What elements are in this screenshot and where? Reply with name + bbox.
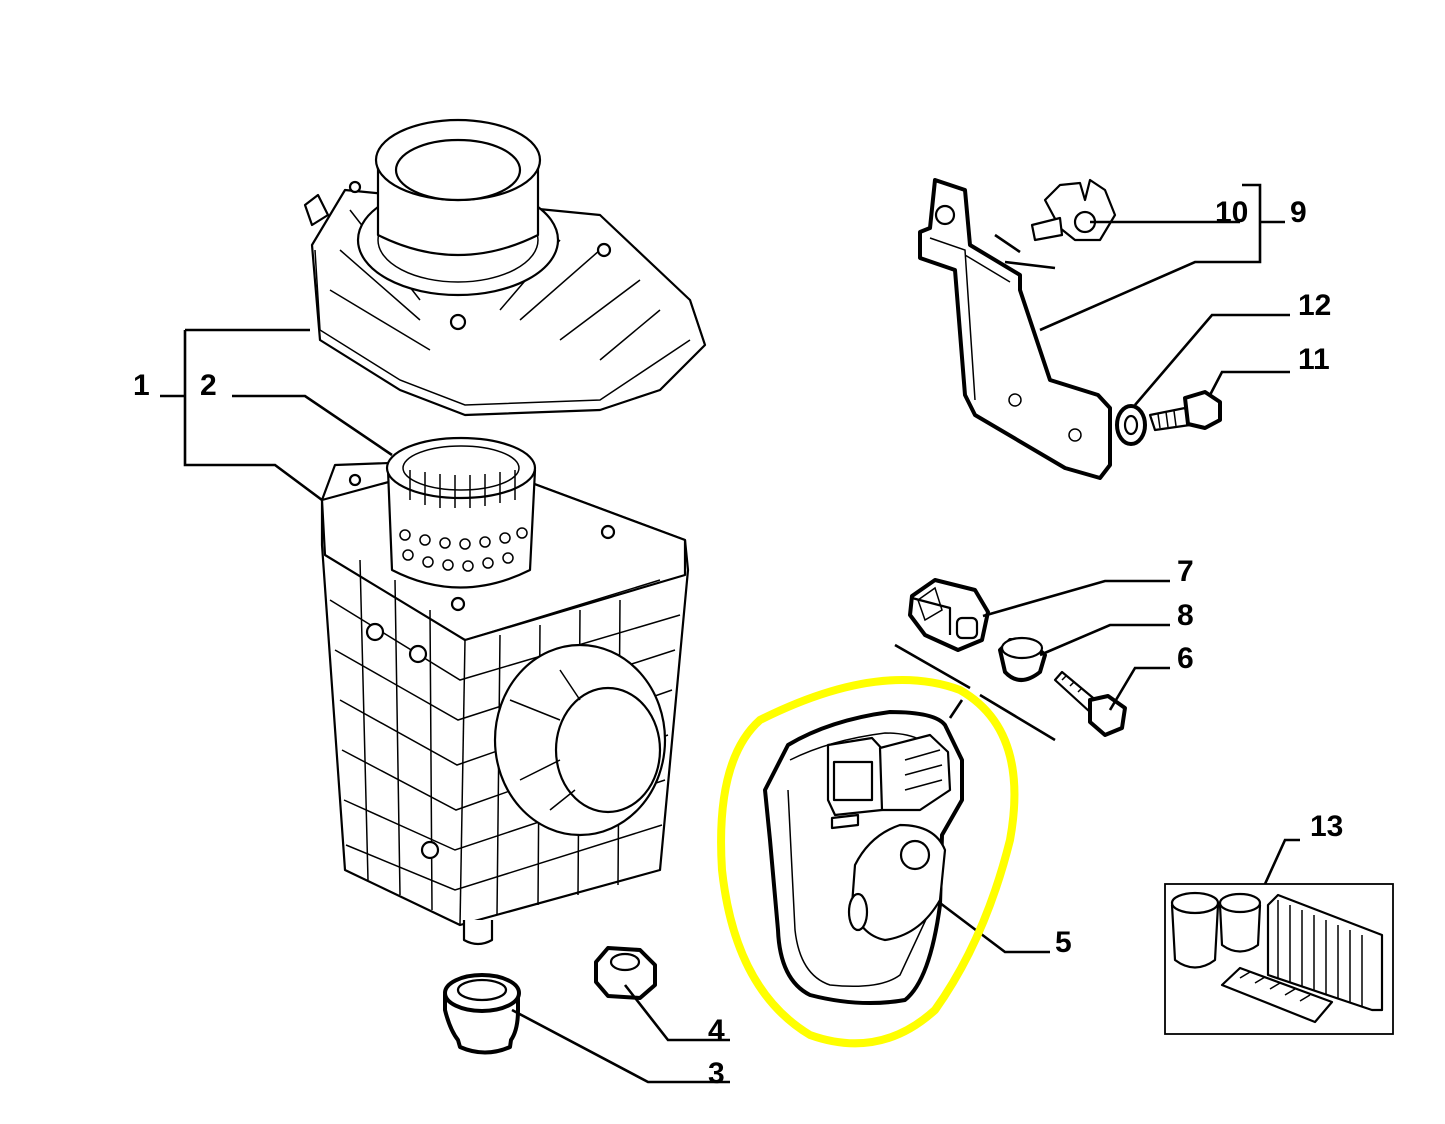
callout-1: 1 — [133, 369, 150, 402]
callout-13: 13 — [1310, 810, 1343, 843]
air-intake-resonator[interactable] — [763, 710, 964, 1006]
callout-12: 12 — [1298, 289, 1331, 322]
hex-bolt[interactable] — [1053, 670, 1127, 737]
callout-labels: 1 2 3 4 5 6 7 8 9 10 11 12 13 — [133, 196, 1343, 1090]
highlight-outline — [717, 676, 1019, 1048]
callout-10: 10 — [1215, 196, 1248, 229]
callout-4: 4 — [708, 1014, 725, 1047]
filter-cartridge[interactable] — [385, 436, 537, 589]
callout-8: 8 — [1177, 599, 1194, 632]
filter-kit[interactable] — [1164, 883, 1394, 1035]
fastener-clip[interactable] — [908, 578, 990, 652]
leader-lines — [160, 183, 1300, 1084]
callout-5: 5 — [1055, 926, 1072, 959]
callout-11: 11 — [1298, 343, 1330, 376]
rubber-grommet[interactable] — [443, 973, 521, 1055]
hex-nut[interactable] — [594, 946, 657, 1000]
bracket-bolt[interactable] — [1148, 390, 1222, 432]
washer[interactable] — [1115, 404, 1147, 446]
callout-6: 6 — [1177, 642, 1194, 675]
callout-3: 3 — [708, 1057, 725, 1090]
air-filter-cover[interactable] — [303, 118, 707, 417]
bushing[interactable] — [998, 636, 1047, 682]
hose-clamp[interactable] — [1030, 178, 1117, 242]
callout-7: 7 — [1177, 555, 1194, 588]
mounting-bracket[interactable] — [918, 178, 1112, 480]
callout-9: 9 — [1290, 196, 1307, 229]
callout-2: 2 — [200, 369, 217, 402]
